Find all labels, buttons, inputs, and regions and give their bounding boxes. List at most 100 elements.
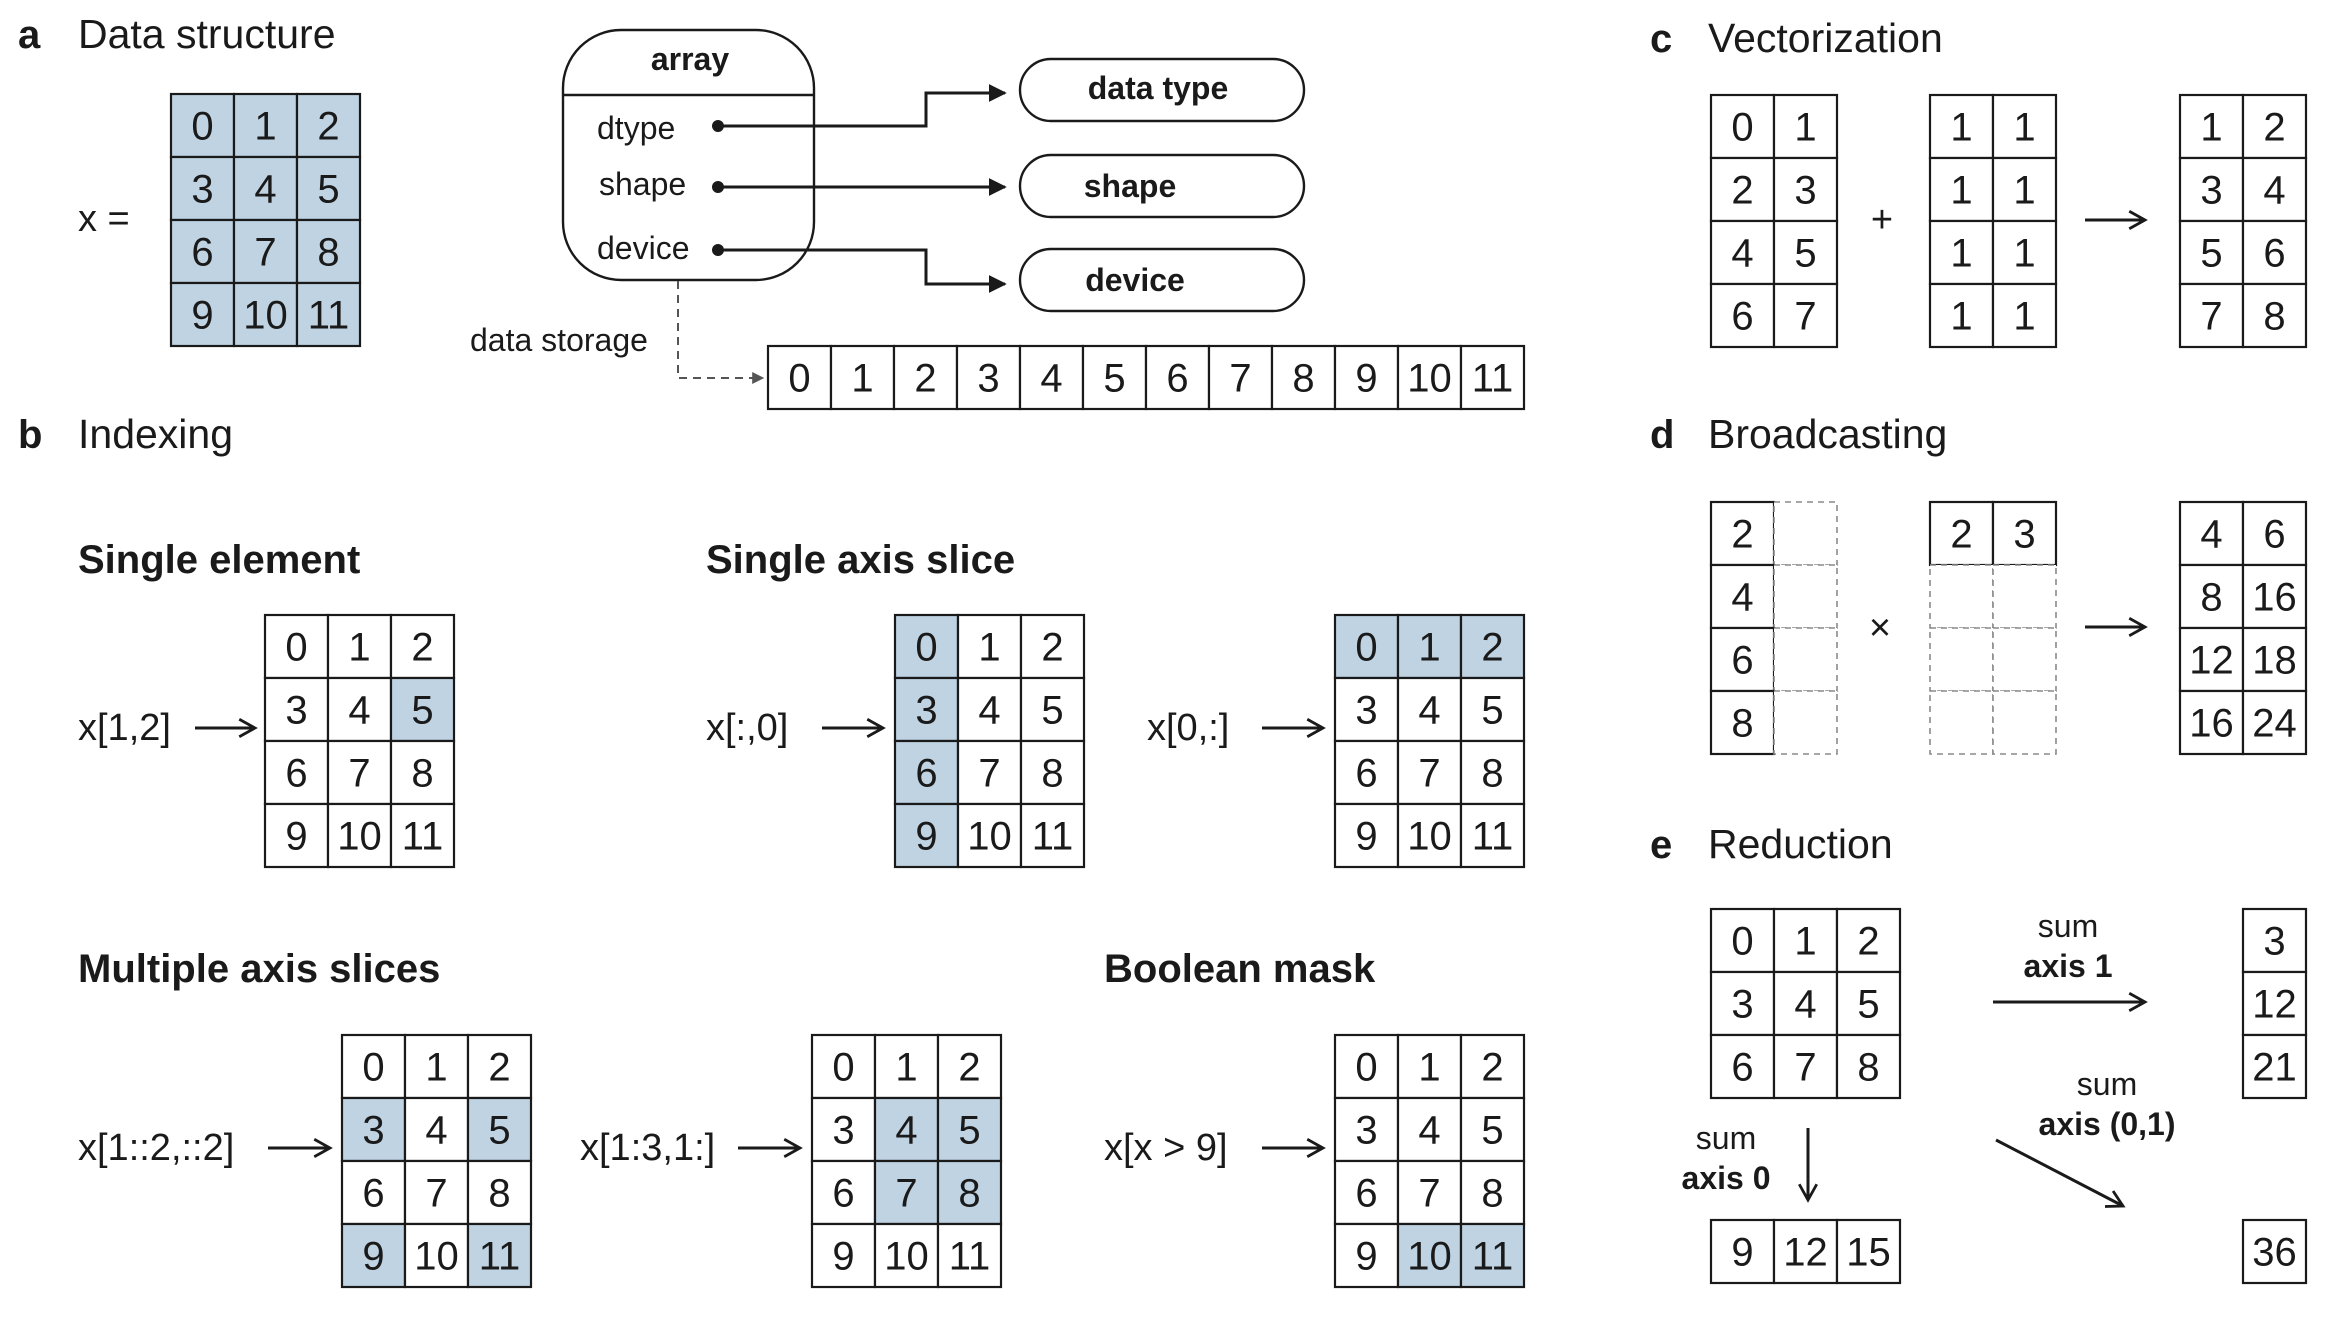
grid-cell-value: 16	[2252, 576, 2297, 620]
grid-cell	[295, 281, 362, 348]
grid-cell-value: 0	[362, 1046, 384, 1090]
grid-cell	[2178, 626, 2245, 693]
grid-cell	[810, 1159, 877, 1226]
grid-cell-value: 3	[285, 689, 307, 733]
grid-cell-value: 6	[832, 1172, 854, 1216]
grid-cell	[1459, 344, 1526, 411]
grid-cell	[1835, 1033, 1902, 1100]
grid-cell-value: 10	[1407, 357, 1452, 401]
grid-cell	[1459, 802, 1526, 869]
grid-cell-value: 1	[1794, 920, 1816, 964]
grid-cell	[2178, 500, 2245, 567]
grid-cell-value: 4	[2263, 169, 2285, 213]
grid-cell-value: 7	[254, 231, 276, 275]
grid-cell	[810, 1033, 877, 1100]
grid-cell-value: 10	[884, 1235, 929, 1279]
grid-cell-value: 2	[958, 1046, 980, 1090]
grid-cell-value: 10	[1407, 1235, 1452, 1279]
grid-cell	[956, 676, 1023, 743]
x-equals-label: x =	[78, 198, 130, 240]
grid-cell	[1333, 1222, 1400, 1289]
grid-cell-value: 5	[1857, 983, 1879, 1027]
grid-cell-value: 2	[2263, 106, 2285, 150]
grid-cell	[1019, 802, 1086, 869]
grid-cell	[340, 1033, 407, 1100]
grid-cell-value: 3	[191, 168, 213, 212]
grid-cell-value: 1	[978, 626, 1000, 670]
pill-shape-label: shape	[1084, 168, 1176, 204]
grid-cell	[389, 613, 456, 680]
grid-cell-value: 2	[1481, 626, 1503, 670]
grid-cell-value: 7	[1229, 357, 1251, 401]
grid-cell	[295, 155, 362, 222]
grid-cell	[1396, 613, 1463, 680]
panel-b-letter: b	[18, 413, 42, 457]
device-arrow	[718, 248, 1007, 293]
grid-cell-value: 1	[348, 626, 370, 670]
grid-cell-value: 12	[2189, 639, 2234, 683]
grid-cell	[893, 739, 960, 806]
grid-cell	[1333, 1096, 1400, 1163]
grid-cell-value: 6	[362, 1172, 384, 1216]
broadcast-ghost-cell	[1773, 501, 1838, 566]
grid-cell-value: 6	[915, 752, 937, 796]
grid-cell	[1333, 739, 1400, 806]
panel-c-letter: c	[1650, 17, 1672, 61]
grid-cell-value: 2	[1041, 626, 1063, 670]
grid-cell	[1709, 93, 1776, 160]
grid-cell	[1709, 282, 1776, 349]
pill-data-type-label: data type	[1088, 70, 1228, 106]
grid-cell-value: 1	[2013, 295, 2035, 339]
grid-cell-value: 7	[2200, 295, 2222, 339]
grid-cell-value: 3	[977, 357, 999, 401]
grid-cell	[466, 1033, 533, 1100]
grid-cell-value: 2	[317, 105, 339, 149]
grid-cell-value: 1	[2013, 106, 2035, 150]
grid-cell-value: 7	[348, 752, 370, 796]
grid-cell-value: 9	[285, 815, 307, 859]
grid-cell-value: 10	[243, 294, 288, 338]
grid-cell-value: 9	[1355, 1235, 1377, 1279]
grid-cell	[1396, 802, 1463, 869]
grid-cell	[1396, 1096, 1463, 1163]
grid-cell	[2241, 1218, 2308, 1285]
grid-cell-value: 6	[1166, 357, 1188, 401]
grid-cell-value: 4	[425, 1109, 447, 1153]
single-element-expr: x[1,2]	[78, 707, 171, 749]
grid-cell-value: 2	[1731, 513, 1753, 557]
grid-cell-value: 11	[402, 815, 444, 859]
grid-cell-value: 5	[1103, 357, 1125, 401]
grid-cell	[936, 1222, 1003, 1289]
grid-cell	[936, 1096, 1003, 1163]
grid-cell-value: 7	[1418, 1172, 1440, 1216]
grid-cell-value: 8	[1857, 1046, 1879, 1090]
grid-cell	[1459, 739, 1526, 806]
grid-cell-value: 24	[2252, 702, 2297, 746]
grid-cell-value: 21	[2252, 1046, 2297, 1090]
grid-cell-value: 12	[1783, 1231, 1828, 1275]
grid-cell-value: 3	[832, 1109, 854, 1153]
grid-cell-value: 8	[488, 1172, 510, 1216]
col-slice-expr: x[:,0]	[706, 707, 788, 749]
grid-cell-value: 9	[362, 1235, 384, 1279]
grid-cell	[1270, 344, 1337, 411]
grid-cell-value: 3	[1355, 689, 1377, 733]
times-sign: ×	[1869, 607, 1891, 649]
grid-cell-value: 8	[2200, 576, 2222, 620]
grid-cell-value: 11	[1472, 815, 1514, 859]
grid-cell	[2241, 282, 2308, 349]
grid-cell-value: 2	[488, 1046, 510, 1090]
grid-cell-value: 3	[362, 1109, 384, 1153]
grid-cell-value: 8	[317, 231, 339, 275]
grid-cell	[2178, 93, 2245, 160]
grid-cell	[2178, 282, 2245, 349]
grid-cell-value: 0	[1731, 920, 1753, 964]
grid-cell-value: 7	[1794, 1046, 1816, 1090]
grid-cell-value: 1	[1950, 106, 1972, 150]
grid-cell-value: 1	[1950, 232, 1972, 276]
grid-cell-value: 5	[317, 168, 339, 212]
